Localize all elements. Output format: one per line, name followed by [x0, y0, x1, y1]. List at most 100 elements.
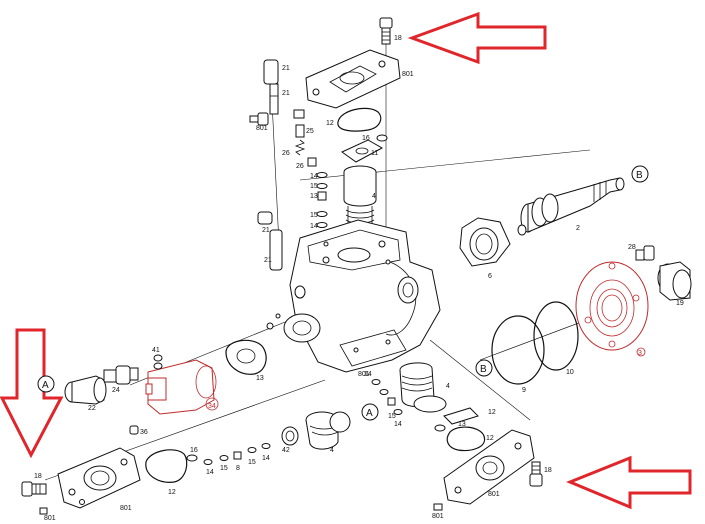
callout-a-center: A — [361, 403, 379, 421]
label-26a: 26 — [282, 150, 290, 157]
flange-3-highlighted — [575, 261, 649, 357]
bolt-18-left — [21, 481, 47, 497]
label-15b: 15 — [310, 212, 318, 219]
label-801-left3: 801 — [44, 515, 56, 522]
label-10: 10 — [566, 369, 574, 376]
label-16-top: 16 — [362, 135, 370, 142]
plate-11 — [341, 139, 384, 163]
piston-42 — [281, 426, 299, 446]
label-801-left2: 801 — [120, 505, 132, 512]
label-14e: 14 — [206, 469, 214, 476]
label-12-right2: 12 — [488, 409, 496, 416]
callout-b1-text: B — [636, 170, 643, 181]
shaft-2 — [520, 177, 625, 233]
piston-5 — [305, 411, 351, 450]
callout-a1-text: A — [42, 380, 49, 391]
label-15d: 15 — [220, 465, 228, 472]
label-13b: 13 — [256, 375, 264, 382]
label-9: 9 — [522, 387, 526, 394]
gasket-12-right — [446, 426, 486, 452]
red-arrows — [0, 11, 692, 510]
left-flange-assembly: 801 18 801 12 16 14 15 8 15 14 — [21, 443, 271, 522]
label-21a: 21 — [282, 65, 290, 72]
gasket-12-left — [145, 449, 188, 483]
drive-shaft-assembly: 2 6 B — [459, 165, 649, 280]
label-3: 3 — [638, 350, 642, 357]
label-25: 25 — [306, 128, 314, 135]
label-16-left: 16 — [190, 447, 198, 454]
bolt-18-right — [529, 461, 543, 487]
callout-a2-text: A — [366, 408, 373, 419]
arrow-bottom-right — [566, 455, 692, 510]
label-24: 24 — [112, 387, 120, 394]
label-13a: 13 — [310, 193, 318, 200]
label-801-right2: 801 — [432, 513, 444, 520]
oring-10 — [533, 301, 579, 371]
nut-6 — [459, 217, 511, 267]
label-34: 34 — [208, 403, 216, 410]
bolt-18-top — [379, 17, 393, 45]
callout-a-left: A — [37, 375, 55, 393]
label-18-left: 18 — [34, 473, 42, 480]
label-21d: 21 — [264, 257, 272, 264]
label-15c: 15 — [388, 413, 396, 420]
label-801-top: 801 — [402, 71, 414, 78]
label-22: 22 — [88, 405, 96, 412]
element-4-lower — [399, 362, 447, 413]
label-801-mid: 801 — [358, 371, 370, 378]
label-14b: 14 — [310, 223, 318, 230]
label-8: 8 — [236, 465, 240, 472]
label-4b: 4 — [446, 383, 450, 390]
arrow-left — [0, 328, 64, 459]
valve-24 — [103, 365, 139, 385]
valve-column: 21 21 25 26 26 801 21 21 — [249, 59, 317, 271]
label-2: 2 — [576, 225, 580, 232]
pump-housing: 801 — [266, 219, 441, 378]
top-cover-plate — [305, 49, 401, 109]
arrow-top-right — [407, 11, 547, 65]
label-12-right: 12 — [486, 435, 494, 442]
label-14a: 14 — [310, 173, 318, 180]
label-801-right: 801 — [488, 491, 500, 498]
label-12-left: 12 — [168, 489, 176, 496]
label-15a: 15 — [310, 183, 318, 190]
gasket-12-top — [337, 107, 382, 132]
screw-28 — [635, 245, 655, 261]
label-13c: 13 — [458, 421, 466, 428]
callout-b2-text: B — [480, 364, 487, 375]
plug-22 — [64, 375, 107, 405]
label-41: 41 — [152, 347, 160, 354]
label-36: 36 — [140, 429, 148, 436]
right-flange-assembly: 801 18 801 12 13 — [432, 409, 552, 520]
screw-801-left — [249, 112, 269, 126]
label-26b: 26 — [296, 163, 304, 170]
label-21b: 21 — [282, 90, 290, 97]
callout-b-top: B — [631, 165, 649, 183]
sleeve-19 — [657, 261, 692, 301]
solenoid-34-highlighted — [145, 359, 219, 415]
label-4c: 4 — [330, 447, 334, 454]
element-4-top — [343, 165, 377, 225]
callout-b-lower: B — [475, 359, 493, 377]
label-28: 28 — [628, 244, 636, 251]
label-18-right: 18 — [544, 467, 552, 474]
label-4-top: 4 — [372, 193, 376, 200]
label-14c: 14 — [364, 371, 372, 378]
oring-9 — [491, 315, 545, 385]
label-12-top: 12 — [326, 120, 334, 127]
label-14f: 14 — [262, 455, 270, 462]
label-6: 6 — [488, 273, 492, 280]
label-42: 42 — [282, 447, 290, 454]
gasket-13 — [225, 339, 267, 375]
metering-unit-assembly: 13 34 24 41 36 22 — [37, 339, 267, 436]
label-18-top: 18 — [394, 35, 402, 42]
label-21c: 21 — [262, 227, 270, 234]
label-801-left: 801 — [256, 125, 268, 132]
label-14d: 14 — [394, 421, 402, 428]
label-19: 19 — [676, 300, 684, 307]
top-cover-assembly: 18 801 12 16 11 4 14 15 — [305, 17, 414, 230]
lower-element-assembly: 4 14 15 14 A 12 4 42 — [281, 362, 494, 454]
flange-assembly: 3 19 28 10 9 B — [475, 244, 692, 394]
label-11: 11 — [371, 150, 378, 157]
